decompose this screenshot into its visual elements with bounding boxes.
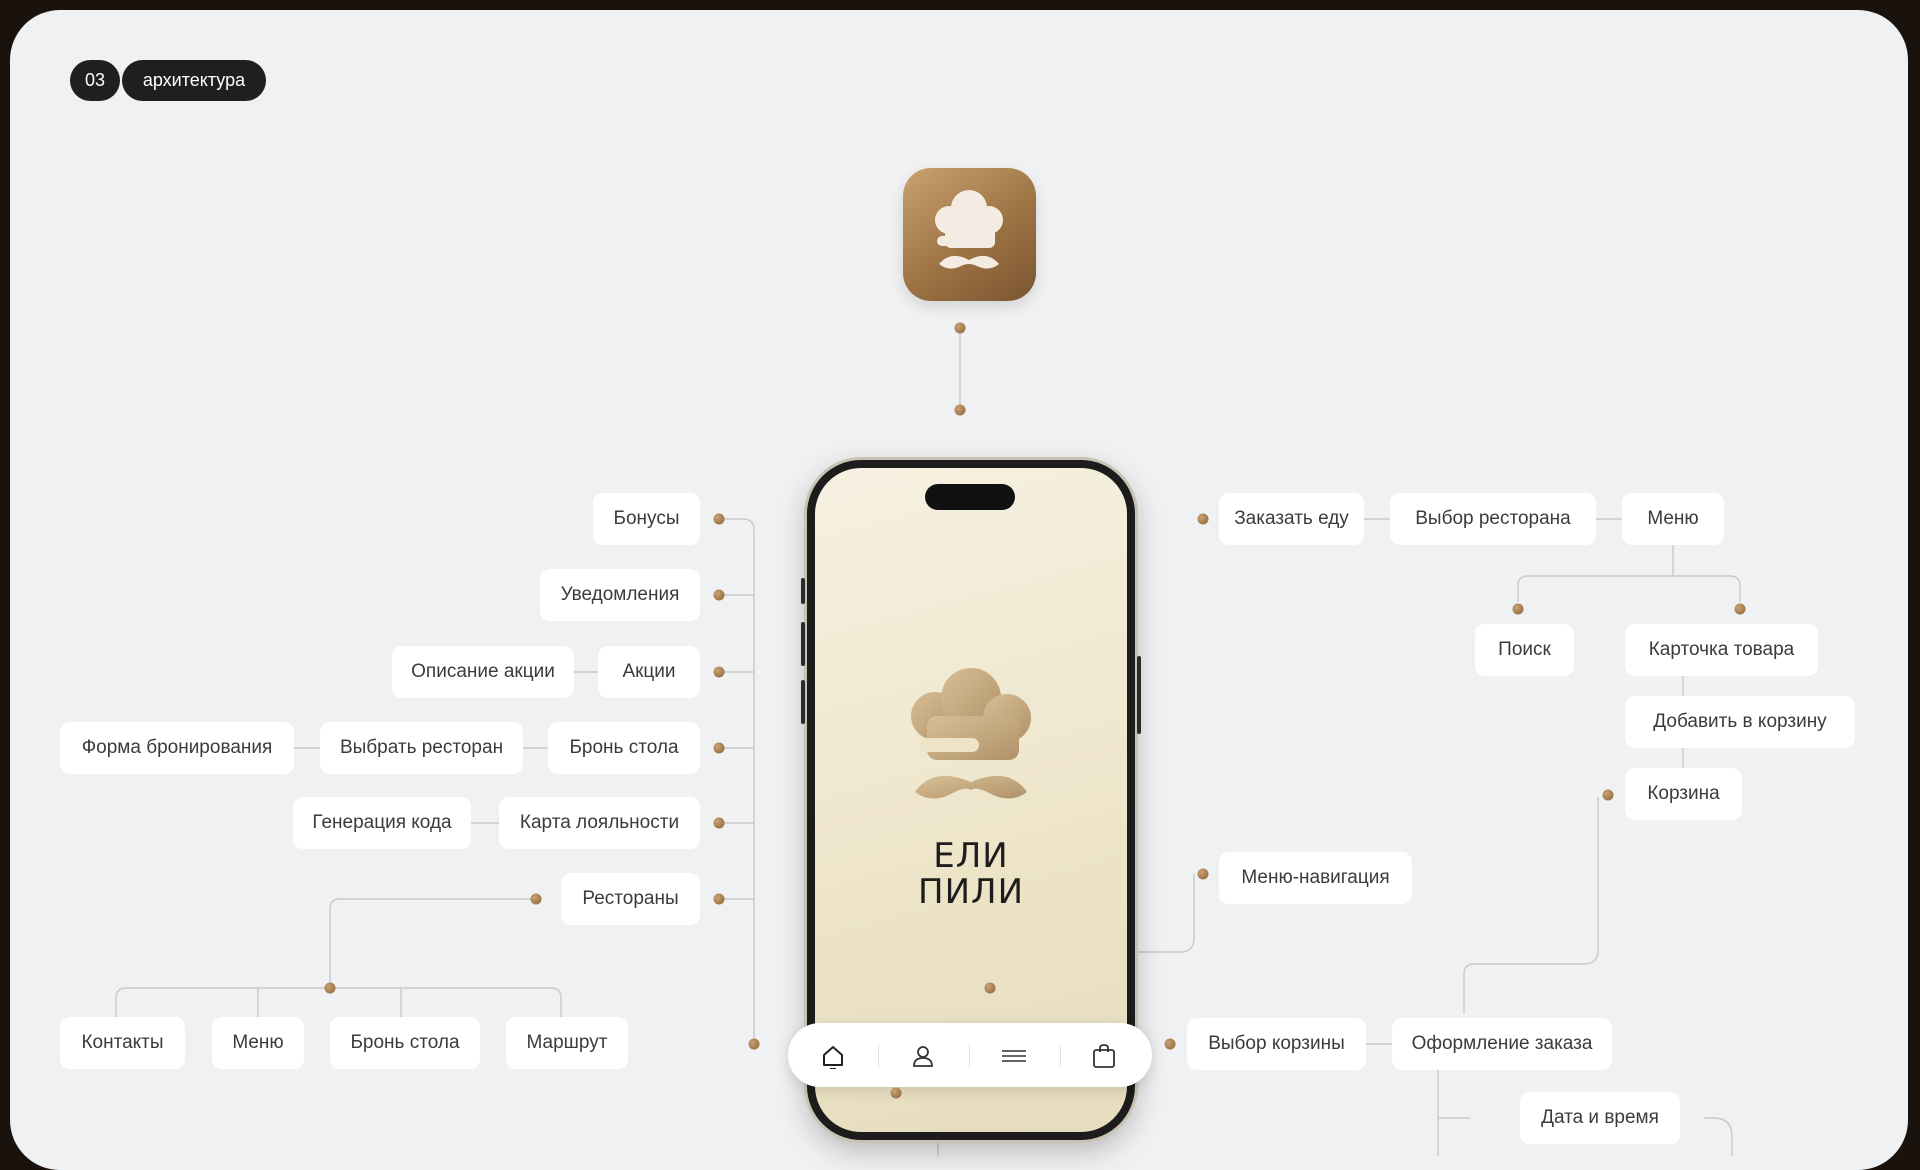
node-promos: Акции (598, 646, 700, 698)
brand-line-2: ПИЛИ (918, 872, 1024, 912)
node-order-food: Заказать еду (1219, 493, 1364, 545)
node-menu-navigation: Меню-навигация (1219, 852, 1412, 904)
section-title-badge: архитектура (122, 60, 266, 101)
connector-dot (954, 322, 966, 334)
app-icon (903, 168, 1036, 301)
node-contacts: Контакты (60, 1017, 185, 1069)
node-promo-description: Описание акции (392, 646, 574, 698)
node-restaurants: Рестораны (561, 873, 700, 925)
brand-line-1: ЕЛИ (933, 836, 1009, 876)
connector-dot (984, 982, 996, 994)
connector-dot (954, 404, 966, 416)
connector-dot (713, 513, 725, 525)
node-booking-form: Форма бронирования (60, 722, 294, 774)
phone-side-button (801, 622, 805, 666)
phone-splash-screen: ЕЛИ ПИЛИ (815, 468, 1127, 1132)
node-menu-right: Меню (1622, 493, 1724, 545)
connector-dot (713, 742, 725, 754)
connector-dot (890, 1087, 902, 1099)
node-notifications: Уведомления (540, 569, 700, 621)
chef-hat-mustache-icon (911, 668, 1031, 799)
connector-dot (1512, 603, 1524, 615)
chef-hat-mustache-icon (935, 190, 1003, 269)
home-icon[interactable] (820, 1043, 846, 1069)
connector-dot (713, 589, 725, 601)
node-cart: Корзина (1625, 768, 1742, 820)
connector-dot (713, 893, 725, 905)
connector-dot (748, 1038, 760, 1050)
node-restaurant-choice: Выбор ресторана (1390, 493, 1596, 545)
node-menu: Меню (212, 1017, 304, 1069)
node-cart-choice: Выбор корзины (1187, 1018, 1366, 1070)
node-add-to-cart: Добавить в корзину (1625, 696, 1855, 748)
node-code-generation: Генерация кода (293, 797, 471, 849)
dynamic-island (925, 484, 1015, 510)
tab-separator (1060, 1045, 1061, 1067)
connector-dot (713, 817, 725, 829)
connector-dot (1734, 603, 1746, 615)
node-date-time: Дата и время (1520, 1092, 1680, 1144)
tab-separator (878, 1045, 879, 1067)
phone-side-button (801, 680, 805, 724)
shopping-bag-icon[interactable] (1091, 1043, 1117, 1069)
node-product-card: Карточка товара (1625, 624, 1818, 676)
phone-side-button (1137, 656, 1141, 734)
user-icon[interactable] (910, 1043, 936, 1069)
bottom-tab-bar (788, 1023, 1152, 1087)
connector-dot (1602, 789, 1614, 801)
menu-lines-icon[interactable] (1001, 1043, 1027, 1069)
node-search: Поиск (1475, 624, 1574, 676)
section-number-badge: 03 (70, 60, 120, 101)
connector-dot (713, 666, 725, 678)
connector-dot (1164, 1038, 1176, 1050)
node-table-booking-2: Бронь стола (330, 1017, 480, 1069)
node-bonuses: Бонусы (593, 493, 700, 545)
node-table-booking: Бронь стола (548, 722, 700, 774)
phone-side-button (801, 578, 805, 604)
brand-logo-text: ЕЛИ ПИЛИ (815, 838, 1127, 910)
node-checkout: Оформление заказа (1392, 1018, 1612, 1070)
node-route: Маршрут (506, 1017, 628, 1069)
node-loyalty-card: Карта лояльности (499, 797, 700, 849)
architecture-panel: 03 архитектура (10, 10, 1908, 1170)
node-choose-restaurant: Выбрать ресторан (320, 722, 523, 774)
tab-separator (969, 1045, 970, 1067)
connector-dot (324, 982, 336, 994)
connector-dot (530, 893, 542, 905)
connector-dot (1197, 513, 1209, 525)
connector-dot (1197, 868, 1209, 880)
